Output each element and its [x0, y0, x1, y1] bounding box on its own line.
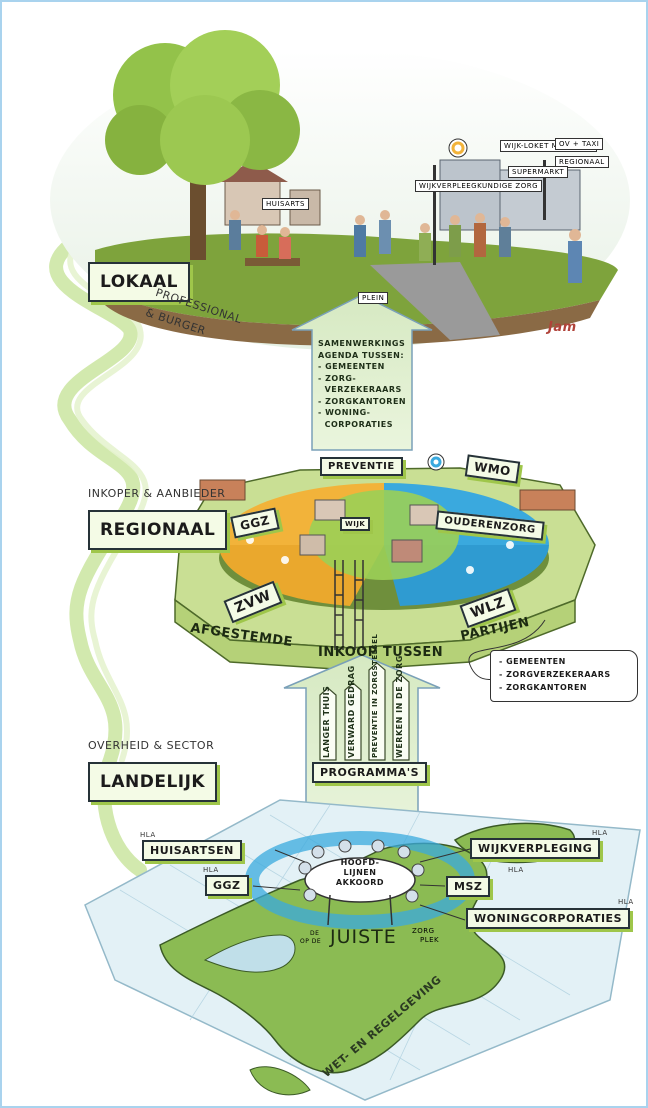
agenda-line: - Zorg- — [318, 373, 357, 383]
hla-tag: HLA — [203, 866, 219, 874]
hla-tag: HLA — [592, 829, 608, 837]
parties-tag: - Gemeenten - Zorgverzekeraars - Zorgkan… — [490, 650, 638, 702]
hla-msz: MSZ — [446, 876, 491, 897]
tag-item: - Gemeenten — [499, 657, 566, 666]
hoofdlijnen-akkoord: Hoofd-lijnen akkoord — [335, 858, 385, 887]
hla-wijkverpleging: Wijkverpleging — [470, 838, 601, 859]
hla-ggz: GGZ — [205, 875, 249, 896]
agenda-line: Samenwerkings — [318, 339, 406, 348]
level-regional-label: Regionaal — [88, 510, 228, 550]
agenda-line: corporaties — [318, 419, 393, 429]
hla-tag: HLA — [508, 866, 524, 874]
program-verward-gedrag: Verward gedrag — [347, 665, 356, 758]
ring-text-op-de: op de — [300, 938, 322, 945]
disc-label-wijk: Wijk — [340, 517, 371, 531]
hla-tag: HLA — [618, 898, 634, 906]
sign-ov-taxi: OV + taxi — [555, 138, 604, 150]
sign-supermarkt: Supermarkt — [508, 166, 569, 178]
hla-tag: HLA — [140, 831, 156, 839]
agenda-line: - Gemeenten — [318, 362, 385, 371]
program-werken-in-de-zorg: Werken in de zorg — [395, 655, 404, 758]
sign-regionaal: Regionaal — [555, 156, 609, 168]
program-preventie: Preventie in zorgstelsel — [371, 633, 379, 758]
band-text-middle: Inkoop tussen — [318, 645, 444, 660]
level-national-label: Landelijk — [88, 762, 218, 802]
tag-item: - Zorgkantoren — [499, 683, 588, 692]
agenda-line: verzekeraars — [318, 385, 402, 394]
ring-text-plek: plek — [420, 936, 440, 944]
level-regional-caption: Inkoper & aanbieder — [88, 487, 226, 500]
hla-huisartsen: Huisartsen — [142, 840, 242, 861]
ring-text-de: De — [310, 930, 320, 937]
tag-item: - Zorgverzekeraars — [499, 670, 611, 679]
disc-label-preventie: Preventie — [320, 457, 403, 476]
ring-text-zorg: zorg — [412, 927, 435, 935]
agenda-line: - Woning- — [318, 408, 371, 417]
sign-plein: Plein — [358, 292, 389, 304]
sign-wijkverpleegkundige: Wijkverpleegkundige zorg — [415, 180, 542, 192]
upper-arrow-text: Samenwerkings agenda tussen: - Gemeenten… — [318, 338, 410, 430]
artist-signature: Jam — [548, 320, 577, 335]
upper-arrow — [291, 294, 433, 451]
agenda-line: agenda tussen: — [318, 350, 405, 360]
level-national-caption: Overheid & sector — [88, 739, 215, 752]
local-scene — [50, 30, 630, 350]
label-connectors — [252, 848, 471, 921]
level-local-label: Lokaal — [88, 262, 190, 302]
agenda-line: - Zorgkantoren — [318, 396, 407, 406]
ring-text-juiste: Juiste — [330, 926, 397, 948]
program-langer-thuis: Langer thuis — [322, 685, 331, 758]
sign-huisarts: Huisarts — [262, 198, 309, 210]
programmas-label: Programma's — [312, 762, 428, 783]
hla-woningcorporaties: Woningcorporaties — [466, 908, 630, 929]
